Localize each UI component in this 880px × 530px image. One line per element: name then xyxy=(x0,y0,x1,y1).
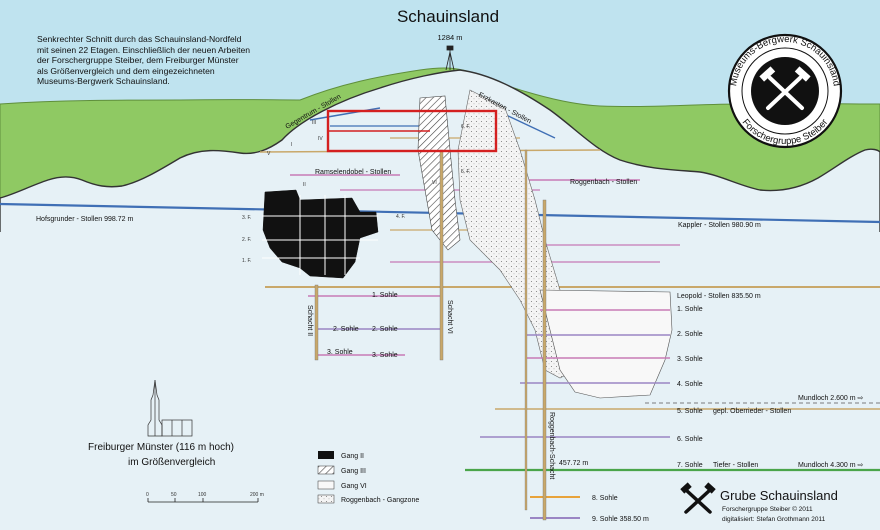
gang-vi-zone xyxy=(539,289,673,399)
scale-tick-0: 0 xyxy=(146,492,149,498)
label-hofsgrunder: Hofsgrunder - Stollen 998.72 m xyxy=(36,216,133,223)
label-left-level-3a: 3. Sohle xyxy=(327,349,353,356)
intro-description: Senkrechter Schnitt durch das Schauinsla… xyxy=(37,34,297,87)
label-right-level-9: 9. Sohle 358.50 m xyxy=(592,516,649,523)
floor-label-i: I xyxy=(291,142,292,148)
floor-label-vi: VI xyxy=(432,180,437,186)
label-ramselendobel: Ramselendobel - Stollen xyxy=(315,169,391,176)
tower-icon xyxy=(445,45,455,71)
gang-ii-zone xyxy=(262,189,379,279)
legend-label-gang-iii: Gang III xyxy=(341,468,366,475)
schacht-vi xyxy=(439,149,444,361)
label-schacht-ii: Schacht II xyxy=(306,305,313,336)
label-left-level-2a: 2. Sohle xyxy=(333,326,359,333)
label-right-level-1: 1. Sohle xyxy=(677,306,703,313)
label-right-level-2: 2. Sohle xyxy=(677,331,703,338)
label-tiefer: Tiefer - Stollen xyxy=(713,462,758,469)
seal-hammers-icon xyxy=(759,66,811,110)
label-roggenbach-schacht: Roggenbach-Schacht xyxy=(548,412,555,479)
floor-label-v: V xyxy=(267,151,271,157)
intro-line: Museums-Bergwerk Schauinsland. xyxy=(37,76,170,87)
legend: Gang II Gang III Gang VI Roggenbach - Ga… xyxy=(317,451,419,504)
floor-label-iii: III xyxy=(312,120,316,126)
scale-tick-200: 200 m xyxy=(250,492,264,498)
label-roggenbach-stollen: Roggenbach - Stollen xyxy=(570,179,637,186)
roggenbach-schacht xyxy=(542,199,547,521)
label-left-level-3b: 3. Sohle xyxy=(372,352,398,359)
label-right-level-5: 5. Sohle xyxy=(677,408,703,415)
intro-line: der Forschergruppe Steiber, dem Freiburg… xyxy=(37,55,239,66)
floor-label-2f: 2. F. xyxy=(242,237,251,243)
floor-label-iv: IV xyxy=(318,136,323,142)
summit-elevation: 1284 m xyxy=(437,33,462,42)
floor-label-6f: 6. F. xyxy=(461,124,470,130)
legend-swatch-roggenbach xyxy=(317,494,335,504)
hammers-logo-icon xyxy=(680,482,716,514)
brand-name: Grube Schauinsland xyxy=(720,488,838,503)
floor-label-ii: II xyxy=(303,182,306,188)
label-schacht-vi: Schacht VI xyxy=(446,300,453,334)
label-right-level-3: 3. Sohle xyxy=(677,356,703,363)
intro-line: als Größenvergleich und dem eingezeichne… xyxy=(37,65,215,76)
scale-tick-50: 50 xyxy=(171,492,177,498)
legend-label-roggenbach: Roggenbach - Gangzone xyxy=(341,497,419,504)
label-shaft-depth: 457.72 m xyxy=(559,460,588,467)
scale-tick-100: 100 xyxy=(198,492,207,498)
museum-seal: Museums-Bergwerk Schauinsland Forschergr… xyxy=(727,33,843,149)
legend-label-gang-vi: Gang VI xyxy=(341,483,367,490)
label-right-level-8: 8. Sohle xyxy=(592,495,618,502)
label-left-level-2b: 2. Sohle xyxy=(372,326,398,333)
muenster-icon xyxy=(147,379,193,437)
floor-label-3f: 3. F. xyxy=(242,215,251,221)
legend-swatch-gang-ii xyxy=(318,451,334,459)
label-right-level-4: 4. Sohle xyxy=(677,381,703,388)
brand-credit-1: Forschergruppe Steiber © 2011 xyxy=(722,505,813,513)
label-oberried: gepl. Oberrieder - Stollen xyxy=(713,408,791,415)
schacht-ii xyxy=(314,284,319,361)
legend-swatch-gang-iii xyxy=(317,465,335,475)
label-mundloch-upper: Mundloch 2.600 m ⇨ xyxy=(798,395,864,402)
floor-label-1f: 1. F. xyxy=(242,258,251,264)
muenster-caption-1: Freiburger Münster (116 m hoch) xyxy=(88,442,234,453)
page-title: Schauinsland xyxy=(397,7,499,26)
gang-iii-zone xyxy=(417,95,461,251)
label-kappler: Kappler - Stollen 980.90 m xyxy=(678,222,761,229)
floor-label-4f: 4. F. xyxy=(396,214,405,220)
brand-credit-2: digitalisiert: Stefan Grothmann 2011 xyxy=(722,516,826,523)
gang-ii-seams xyxy=(262,195,378,275)
label-mundloch-lower: Mundloch 4.300 m ⇨ xyxy=(798,462,864,469)
label-leopold: Leopold - Stollen 835.50 m xyxy=(677,293,761,300)
muenster-caption-2: im Größenvergleich xyxy=(128,457,215,468)
scale-bar: 0 50 100 200 m xyxy=(146,492,264,503)
label-left-level-1: 1. Sohle xyxy=(372,292,398,299)
legend-swatch-gang-vi xyxy=(317,480,335,490)
intro-line: mit seinen 22 Etagen. Einschließlich der… xyxy=(37,44,251,55)
legend-label-gang-ii: Gang II xyxy=(341,453,364,460)
label-right-level-7: 7. Sohle xyxy=(677,462,703,469)
label-right-level-6: 6. Sohle xyxy=(677,436,703,443)
shaft-secondary xyxy=(524,149,528,511)
floor-label-5f: 5. F. xyxy=(461,169,470,175)
intro-line: Senkrechter Schnitt durch das Schauinsla… xyxy=(37,34,242,44)
